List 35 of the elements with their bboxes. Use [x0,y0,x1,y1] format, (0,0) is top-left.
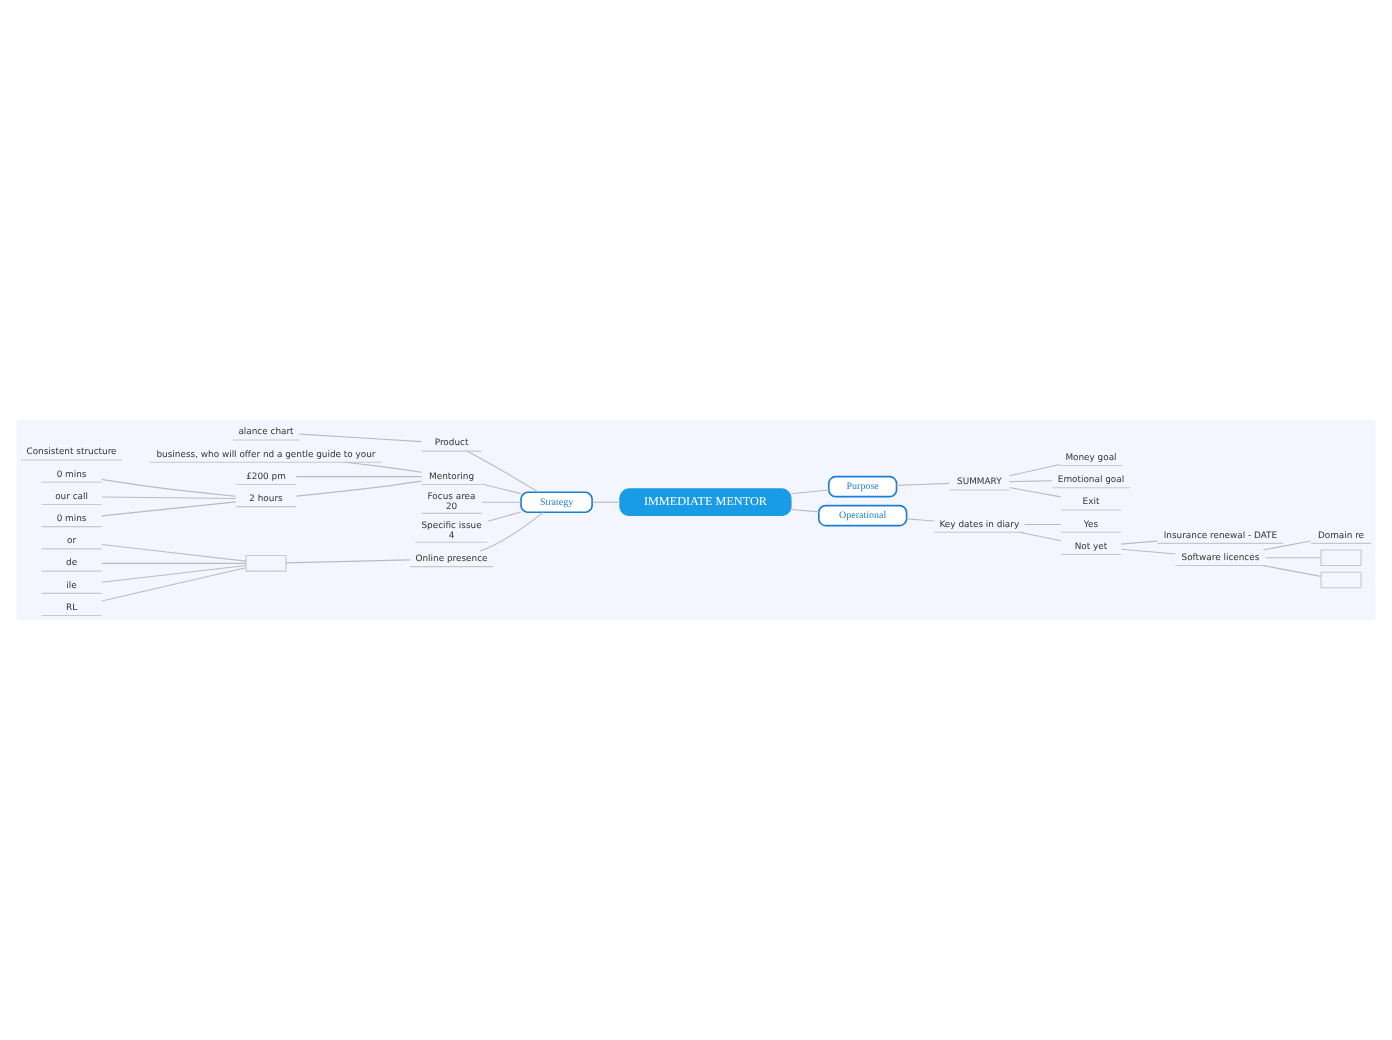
connector [1024,523,1062,525]
connector [1018,531,1062,542]
connector [101,543,247,562]
connector [896,482,950,486]
node-box [1320,549,1362,567]
connector [1008,464,1061,477]
connector [101,501,237,517]
connector [1120,548,1176,555]
connector [343,461,423,473]
connector [1008,486,1062,498]
connector [101,562,247,564]
connector [790,489,830,495]
connector [479,511,544,552]
connector [298,433,422,443]
connector [295,476,423,478]
connector [285,559,411,564]
connector [101,564,247,583]
connector [295,480,423,497]
connector [591,501,621,503]
node-box [1320,571,1362,589]
connector [481,483,522,495]
connector [790,508,820,513]
connector [101,567,247,602]
node-box [245,555,287,572]
connector [1262,540,1312,551]
connector [481,501,522,503]
connector [101,496,237,500]
connector [487,511,522,522]
connector [101,478,237,497]
connector [1120,540,1159,545]
connector [1265,557,1322,559]
connector [906,518,935,522]
connector [466,450,540,493]
connector [1008,480,1053,483]
connector [1262,565,1322,577]
